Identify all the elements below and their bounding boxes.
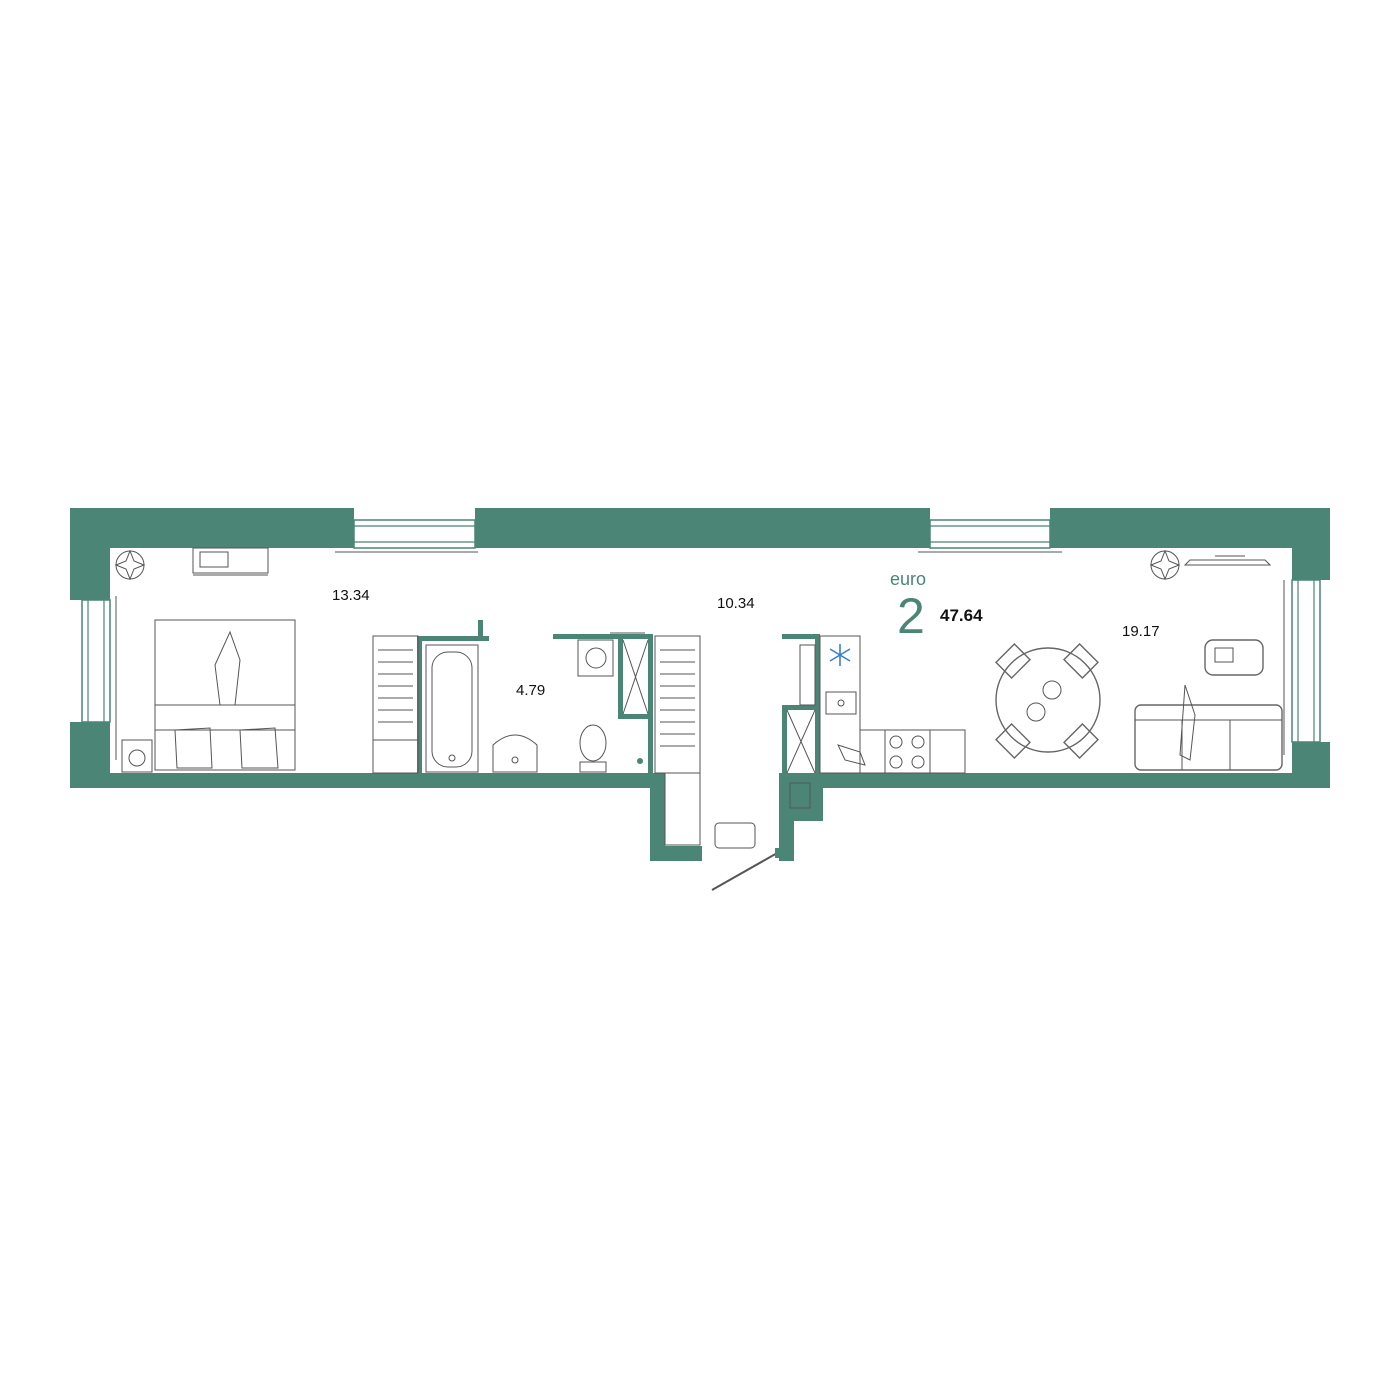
- tv-icon: [1183, 555, 1272, 566]
- snowflake-icon: [829, 644, 851, 666]
- bathtub-icon: [425, 644, 479, 773]
- bedroom: 13.34: [114, 547, 419, 774]
- room-area-bedroom: 13.34: [332, 587, 370, 604]
- sink-icon: [825, 691, 857, 715]
- plant-icon: [114, 549, 146, 581]
- interior-walls: [417, 620, 820, 773]
- dining-table-icon: [995, 643, 1101, 759]
- bed-icon: [154, 619, 296, 771]
- stove-icon: [884, 729, 931, 774]
- washer-bath: [577, 632, 645, 677]
- wardrobe: [372, 635, 419, 774]
- toilet-icon: [579, 724, 607, 773]
- hallway: 10.34: [654, 595, 816, 891]
- apartment-label: euro 2 47.64: [890, 569, 983, 644]
- cutting-board: [837, 744, 866, 766]
- room-area-hallway: 10.34: [717, 595, 755, 612]
- room-area-living-kitchen: 19.17: [1122, 623, 1160, 640]
- shaft: [622, 639, 649, 715]
- total-area: 47.64: [940, 606, 983, 625]
- plant-icon: [1149, 549, 1181, 581]
- hall-wardrobe: [654, 635, 701, 846]
- euro-label: euro: [890, 569, 926, 589]
- doormat: [714, 822, 756, 849]
- sofa-icon: [1134, 684, 1283, 771]
- curtains: [115, 551, 1285, 760]
- living-kitchen: 19.17: [799, 549, 1283, 774]
- room-area-bathroom: 4.79: [516, 682, 545, 699]
- coffee-table: [1204, 639, 1264, 676]
- drain: [637, 758, 643, 764]
- door-icon: [711, 848, 783, 891]
- utility-niche: [786, 709, 816, 809]
- room-count: 2: [897, 588, 925, 644]
- bathroom: 4.79: [425, 632, 649, 773]
- windows: [81, 519, 1321, 743]
- sink-icon: [492, 734, 538, 773]
- washing-machine-icon: [121, 739, 153, 773]
- exterior-walls: [70, 508, 1330, 861]
- tv-icon: [192, 547, 269, 576]
- kitchen-counter: [799, 635, 966, 774]
